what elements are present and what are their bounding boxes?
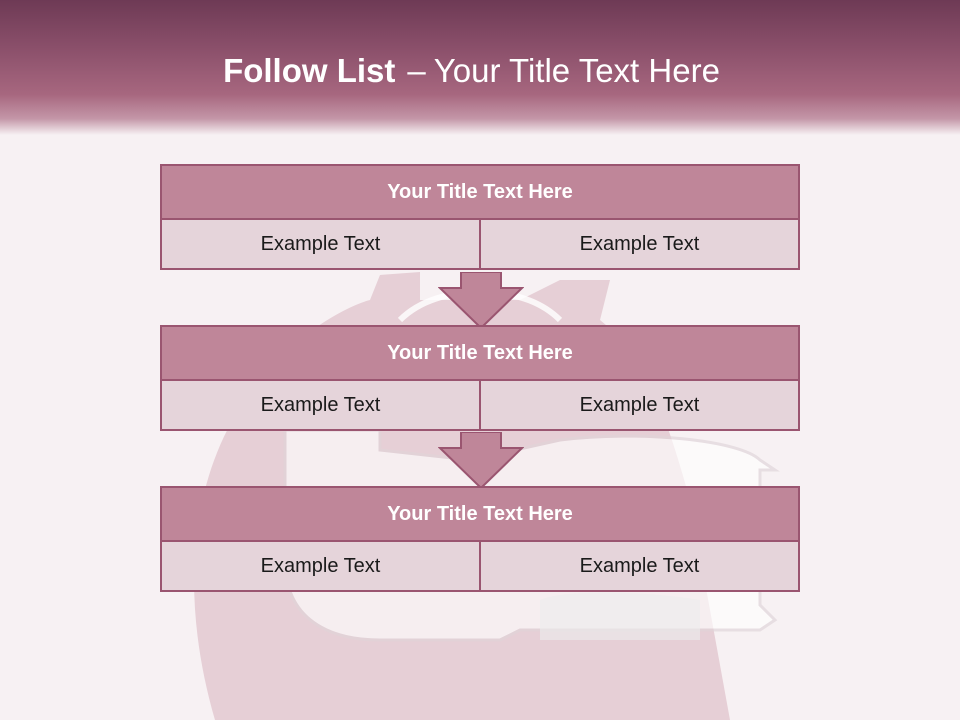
- block-cell-left: Example Text: [160, 381, 481, 431]
- down-arrow-icon: [438, 272, 524, 330]
- title-dash: –: [407, 52, 426, 89]
- title-bold: Follow List: [223, 52, 396, 89]
- block-cell-right: Example Text: [481, 381, 800, 431]
- block-title: Your Title Text Here: [160, 486, 800, 542]
- slide-title: Follow List–Your Title Text Here: [0, 52, 943, 90]
- block-cell-left: Example Text: [160, 542, 481, 592]
- block-row: Example Text Example Text: [160, 220, 800, 270]
- block-row: Example Text Example Text: [160, 542, 800, 592]
- block-title: Your Title Text Here: [160, 164, 800, 220]
- block-cell-right: Example Text: [481, 542, 800, 592]
- title-rest: Your Title Text Here: [433, 52, 720, 89]
- block-cell-left: Example Text: [160, 220, 481, 270]
- block-cell-right: Example Text: [481, 220, 800, 270]
- header-band: [0, 0, 960, 135]
- list-block-1: Your Title Text Here Example Text Exampl…: [160, 164, 800, 270]
- down-arrow-icon: [438, 432, 524, 490]
- list-block-2: Your Title Text Here Example Text Exampl…: [160, 325, 800, 431]
- list-block-3: Your Title Text Here Example Text Exampl…: [160, 486, 800, 592]
- block-row: Example Text Example Text: [160, 381, 800, 431]
- block-title: Your Title Text Here: [160, 325, 800, 381]
